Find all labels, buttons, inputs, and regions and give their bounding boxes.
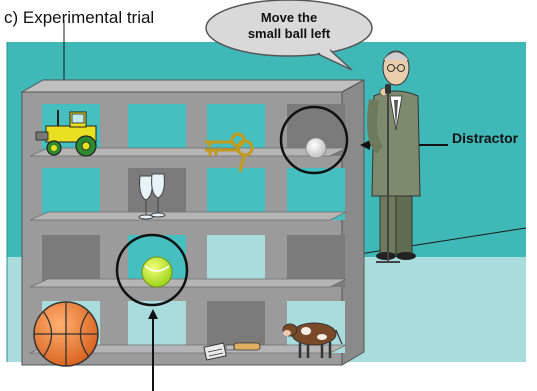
distractor-circle xyxy=(279,105,349,175)
cell-r1-c3 xyxy=(207,104,265,156)
floor-edge-line xyxy=(339,227,527,258)
speaker-man-illustration xyxy=(367,50,421,263)
speech-line-2: small ball left xyxy=(247,26,331,41)
cell-r3-c1 xyxy=(42,235,100,287)
cell-r2-c4 xyxy=(287,168,345,220)
target-circle xyxy=(115,233,189,307)
cell-r1-c2 xyxy=(128,104,186,156)
target-arrowhead xyxy=(148,309,158,319)
cow-icon xyxy=(282,322,343,358)
distractor-arrowhead xyxy=(360,140,370,150)
cell-r3-c3 xyxy=(207,235,265,287)
cell-r2-c3 xyxy=(207,168,265,220)
distractor-label: Distractor xyxy=(452,130,519,146)
shelf-planks xyxy=(29,147,347,354)
tennis-ball-icon xyxy=(141,256,173,288)
basketball-icon xyxy=(33,301,99,367)
brush-icon xyxy=(203,342,261,361)
wine-glasses-icon xyxy=(138,173,166,220)
cell-r2-c1 xyxy=(42,168,100,220)
keys-icon xyxy=(205,132,254,173)
tractor-icon xyxy=(35,110,97,157)
speech-bubble-text: Move the small ball left xyxy=(224,10,354,42)
speech-line-1: Move the xyxy=(260,10,318,25)
panel-title: c) Experimental trial xyxy=(4,8,155,27)
small-ball-icon xyxy=(305,137,327,159)
speech-bubble xyxy=(205,0,373,71)
cell-r4-c2 xyxy=(128,301,186,353)
cell-r3-c4 xyxy=(287,235,345,287)
